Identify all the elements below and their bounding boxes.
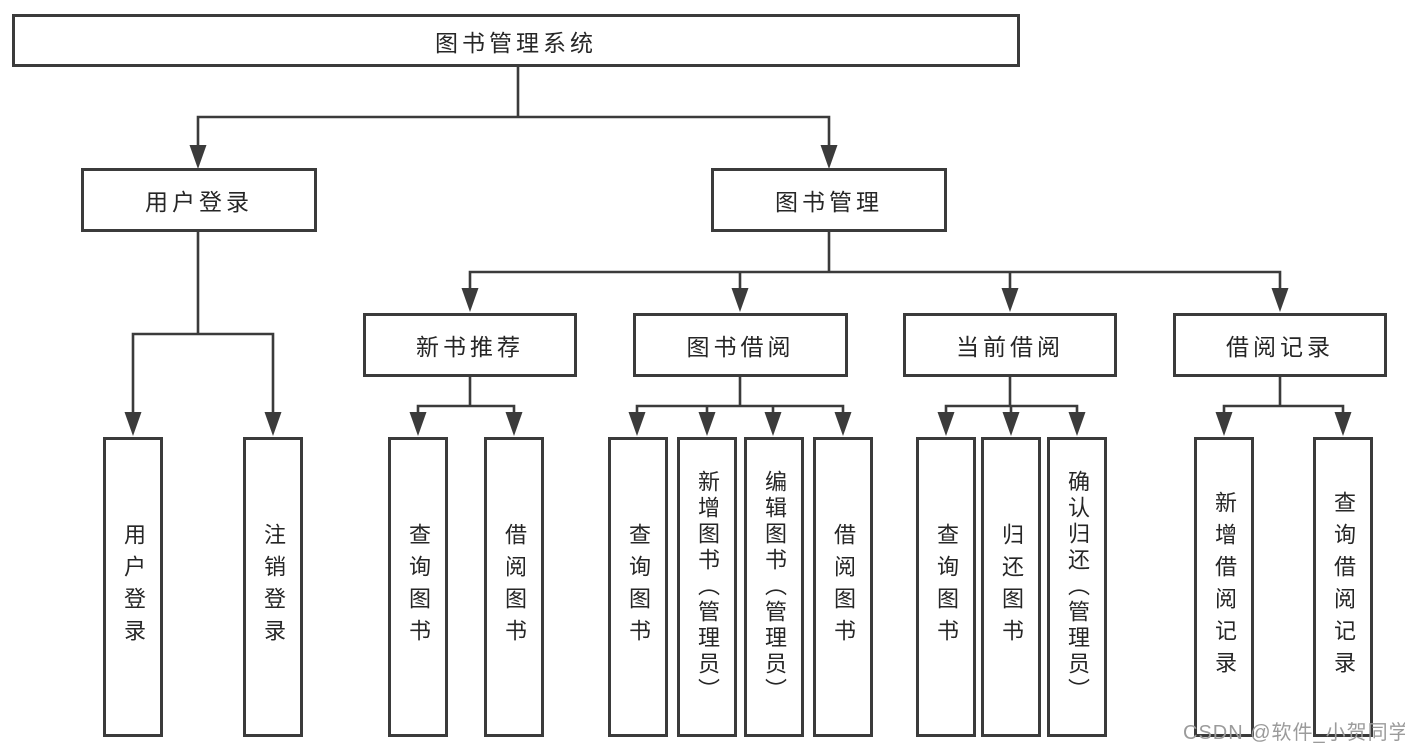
arrowhead (731, 288, 749, 312)
node-label: 图书借阅 (686, 334, 795, 360)
node-label: 图书管理系统 (435, 29, 597, 56)
arrowhead (461, 288, 479, 312)
leaf-return-books: 归还图书 (981, 437, 1041, 737)
leaf-borrow-books-recommend: 借阅图书 (484, 437, 544, 737)
node-label: 查询图书 (934, 523, 959, 651)
connector-root-to-level2 (196, 65, 831, 149)
node-label: 查询图书 (406, 523, 431, 651)
arrowhead (698, 412, 716, 436)
connector-book-mgmt-to-level3 (468, 230, 1282, 292)
node-label: 查询借阅记录 (1331, 491, 1356, 683)
leaf-confirm-return-admin: 确认归还（管理员） (1047, 437, 1107, 737)
node-current-borrowing: 当前借阅 (903, 313, 1117, 377)
node-label: 图书管理 (775, 189, 883, 215)
leaf-user-login: 用户登录 (103, 437, 163, 737)
arrowheads (124, 145, 1352, 436)
arrowhead (1271, 288, 1289, 312)
arrowhead (628, 412, 646, 436)
arrowhead (1002, 412, 1020, 436)
node-label: 归还图书 (999, 523, 1024, 651)
node-label: 查询图书 (626, 523, 651, 651)
node-label: 借阅图书 (831, 523, 856, 651)
node-label: 确认归还（管理员） (1065, 470, 1090, 704)
node-label: 新增借阅记录 (1212, 491, 1237, 683)
leaf-query-books-current: 查询图书 (916, 437, 976, 737)
leaf-edit-books-admin: 编辑图书（管理员） (744, 437, 804, 737)
leaf-query-borrow-record: 查询借阅记录 (1313, 437, 1373, 737)
arrowhead (1001, 288, 1019, 312)
leaf-add-borrow-record: 新增借阅记录 (1194, 437, 1254, 737)
node-label: 注销登录 (261, 523, 286, 651)
arrowhead (409, 412, 427, 436)
leaf-logout: 注销登录 (243, 437, 303, 737)
node-user-login: 用户登录 (81, 168, 317, 232)
connector-borrowing-records-children (1222, 375, 1345, 416)
arrowhead (937, 412, 955, 436)
node-label: 借阅图书 (502, 523, 527, 651)
arrowhead (764, 412, 782, 436)
node-label: 编辑图书（管理员） (762, 470, 787, 704)
node-book-borrowing: 图书借阅 (633, 313, 848, 377)
arrowhead (189, 145, 207, 169)
node-borrowing-records: 借阅记录 (1173, 313, 1387, 377)
connector-book-borrowing-children (635, 375, 845, 416)
node-label: 新增图书（管理员） (695, 470, 720, 704)
arrowhead (505, 412, 523, 436)
arrowhead (820, 145, 838, 169)
node-library-management-system: 图书管理系统 (12, 14, 1020, 67)
node-label: 用户登录 (145, 189, 253, 215)
leaf-query-books-borrowing: 查询图书 (608, 437, 668, 737)
node-label: 当前借阅 (956, 334, 1064, 360)
connector-current-borrowing-children (944, 375, 1079, 416)
node-label: 借阅记录 (1226, 334, 1334, 360)
arrowhead (124, 412, 142, 436)
csdn-watermark: CSDN @软件_小贺同学 (1183, 722, 1405, 744)
leaf-borrow-books-borrowing: 借阅图书 (813, 437, 873, 737)
connector-user-login-children (131, 230, 275, 416)
connector-new-book-children (416, 375, 516, 416)
arrowhead (1334, 412, 1352, 436)
node-label: 用户登录 (121, 523, 146, 651)
arrowhead (264, 412, 282, 436)
arrowhead (1215, 412, 1233, 436)
arrowhead (1068, 412, 1086, 436)
arrowhead (834, 412, 852, 436)
node-label: 新书推荐 (416, 334, 524, 360)
leaf-query-books-recommend: 查询图书 (388, 437, 448, 737)
node-book-management: 图书管理 (711, 168, 947, 232)
leaf-add-books-admin: 新增图书（管理员） (677, 437, 737, 737)
node-new-book-recommend: 新书推荐 (363, 313, 577, 377)
